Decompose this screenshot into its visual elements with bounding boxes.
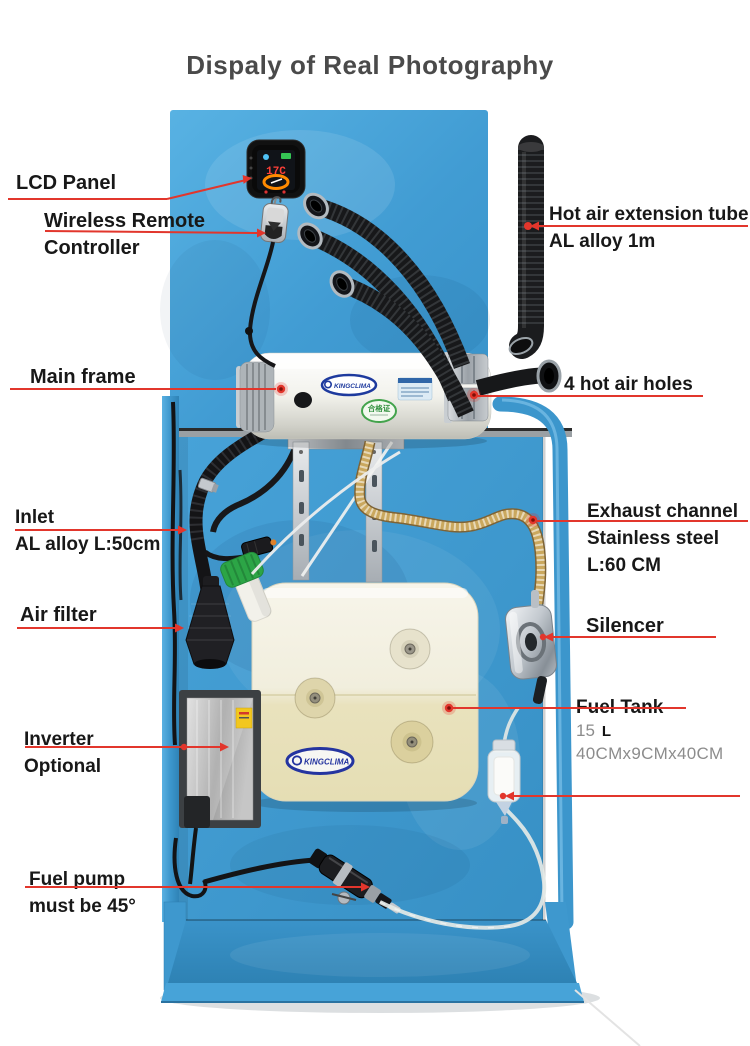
stand-base (160, 901, 641, 1046)
label-hot-air-holes-text: 4 hot air holes (564, 374, 693, 395)
label-hot-air-holes: 4 hot air holes (564, 371, 693, 398)
label-hot-air-tube: Hot air extension tube AL alloy 1m (549, 201, 749, 255)
fuel-filter-unit (487, 739, 521, 824)
fuel-level-line (254, 694, 476, 696)
hot-air-hoses (297, 192, 562, 418)
lcd-screen (257, 150, 295, 190)
base-right-leg (545, 902, 577, 988)
hose-end-cap (297, 222, 323, 250)
label-exhaust-channel: Exhaust channel Stainless steel L:60 CM (587, 498, 738, 579)
label-wireless-remote-line2: Controller (44, 237, 140, 259)
tank-dimple (390, 720, 434, 764)
orange-tie (270, 539, 277, 546)
base-front-lip (161, 983, 584, 1002)
exhaust-pipe (354, 440, 547, 605)
inverter-unit (179, 690, 261, 885)
label-inverter-line2: Optional (24, 756, 102, 777)
label-hot-air-tube-line1: Hot air extension tube (549, 204, 749, 225)
label-lcd-panel-text: LCD Panel (16, 172, 117, 194)
label-exhaust-line3: L:60 CM (587, 555, 661, 576)
label-wireless-remote: Wireless Remote Controller (44, 208, 205, 262)
label-fuel-tank: Fuel Tank 15 L 40CMx9CMx40CM (576, 696, 724, 764)
white-cable-tie (300, 441, 394, 577)
heater-cert-text: 合格证 (368, 403, 391, 413)
tank-brand-text: KINGCLIMA (304, 758, 350, 767)
heater-brand-text: KINGCLIMA (334, 383, 371, 390)
silencer-inlet-stub (531, 590, 539, 608)
label-fuel-tank-text: Fuel Tank (576, 697, 664, 718)
label-main-frame: Main frame (30, 364, 136, 391)
heater-left-cap (239, 361, 275, 433)
tank-dimple (389, 628, 431, 670)
fuel-tank-body (251, 582, 479, 802)
tank-dimple (294, 677, 336, 719)
silencer-unit (505, 590, 557, 704)
air-filter-unit (185, 576, 235, 669)
label-inverter: Inverter Optional (24, 726, 101, 780)
mode-icon (263, 154, 269, 160)
silencer-tail-pipe (532, 676, 548, 704)
label-lcd-panel: LCD Panel (16, 170, 116, 197)
base-tray-floor (168, 920, 577, 983)
tank-brand-logo: KINGCLIMA (285, 747, 355, 775)
fuel-tank-unit: KINGCLIMA (220, 450, 479, 812)
heater-cert-sticker: 合格证 (361, 399, 397, 423)
label-air-filter: Air filter (20, 602, 97, 629)
label-exhaust-line1: Exhaust channel (587, 501, 738, 522)
floor-seam (574, 989, 641, 1046)
battery-icon (281, 153, 291, 159)
label-wireless-remote-line1: Wireless Remote (44, 210, 205, 232)
tank-filler-spout (220, 551, 272, 622)
label-hot-air-tube-line2: AL alloy 1m (549, 231, 656, 252)
heater-main-frame: KINGCLIMA 合格证 (236, 352, 492, 449)
fuel-tank-dimensions: 40CMx9CMx40CM (576, 744, 724, 763)
heater-brand-logo: KINGCLIMA (320, 373, 378, 397)
label-inlet-line1: Inlet (15, 507, 55, 528)
fuel-pump-feed-cable (203, 857, 317, 885)
label-inverter-line1: Inverter (24, 729, 94, 750)
label-fuel-pump: Fuel pump must be 45° (29, 866, 136, 920)
hose-clamp (197, 477, 219, 493)
wiring-harness (170, 401, 317, 899)
label-inlet: Inlet AL alloy L:50cm (15, 504, 160, 558)
heater-grommet (294, 392, 312, 408)
label-inlet-line2: AL alloy L:50cm (15, 534, 161, 555)
fuel-tank-capacity-unit: L (601, 723, 612, 740)
fuel-tank-capacity: 15 L (576, 720, 724, 743)
page-title: Dispaly of Real Photography (186, 50, 554, 80)
wireless-remote-device (260, 196, 289, 244)
label-fuel-pump-line1: Fuel pump (29, 869, 126, 890)
vent-tube (250, 450, 401, 575)
mounting-brackets (287, 438, 405, 583)
label-silencer-text: Silencer (586, 615, 664, 637)
lcd-panel-unit: 17C (245, 139, 306, 368)
label-main-frame-text: Main frame (30, 366, 136, 388)
hot-air-extension-tube (508, 135, 544, 359)
heater-spec-sticker (397, 377, 433, 401)
label-air-filter-text: Air filter (20, 604, 97, 626)
warning-sticker (235, 707, 253, 729)
hose-end-cap (329, 270, 355, 298)
fuel-tank-capacity-value: 15 (576, 721, 595, 740)
label-exhaust-line2: Stainless steel (587, 528, 720, 549)
label-silencer: Silencer (586, 613, 664, 640)
label-fuel-pump-line2: must be 45° (29, 896, 136, 917)
hose-end-cap (303, 192, 329, 220)
hose-end-cap-right (536, 359, 562, 393)
